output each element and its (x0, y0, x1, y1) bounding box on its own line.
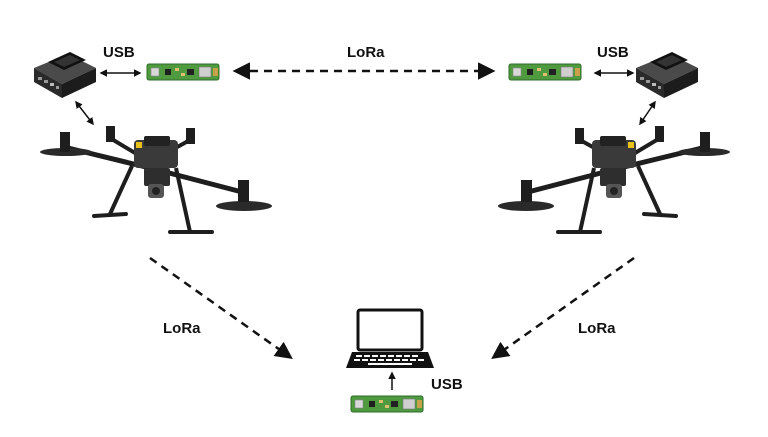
drone-icon (498, 126, 730, 232)
lora-label-left: LoRa (163, 320, 201, 337)
lora-link-left-to-laptop (149, 256, 293, 360)
link-compute-drone-right (639, 100, 656, 126)
drone-icon (40, 126, 272, 232)
usb-label-top-left: USB (103, 44, 135, 61)
lora-board-icon (350, 395, 424, 413)
lora-board-icon (508, 63, 582, 81)
lora-board-icon (146, 63, 220, 81)
edge-computer-icon (34, 52, 96, 98)
usb-label-bottom: USB (431, 376, 463, 393)
edge-computer-icon (636, 52, 698, 98)
lora-label-top: LoRa (347, 44, 385, 61)
lora-link-right-to-laptop (491, 256, 635, 360)
link-compute-drone-left (75, 100, 94, 126)
usb-label-top-right: USB (597, 44, 629, 61)
lora-label-right: LoRa (578, 320, 616, 337)
laptop-icon (346, 308, 434, 368)
